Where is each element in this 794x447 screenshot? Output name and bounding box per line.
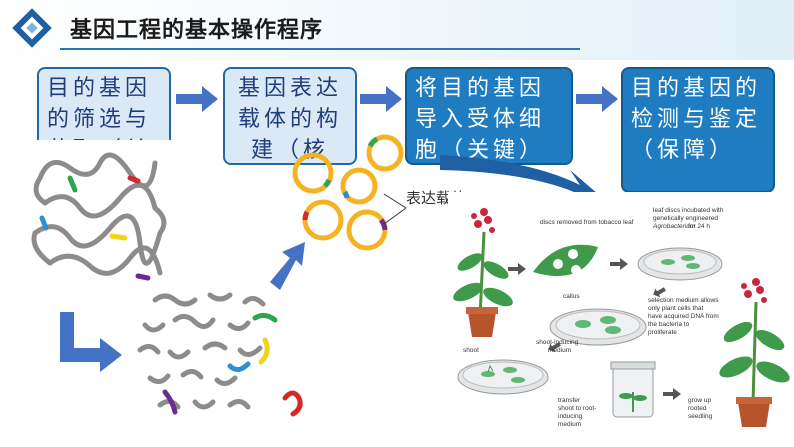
discs-removed-text: discs removed from tobacco leaf <box>540 219 634 226</box>
step-2-label: 基因表达载体的构建（核心） <box>237 76 342 163</box>
petri-dish-1 <box>637 247 723 281</box>
header-background <box>0 0 794 60</box>
grow-up-text: grow up rooted seedling <box>688 397 713 420</box>
title-underline <box>60 48 580 50</box>
tobacco-transformation-figure: discs removed from tobacco leaf leaf dis… <box>448 192 793 437</box>
arrow-up-right-icon <box>270 242 305 290</box>
shoot-inducing-text: shoot-inducing medium <box>536 339 580 354</box>
petri-dish-2 <box>549 308 647 346</box>
arrow-right-icon <box>576 86 618 112</box>
leaf-with-discs <box>533 244 598 277</box>
page-title: 基因工程的基本操作程序 <box>70 18 324 43</box>
figure-drawing: discs removed from tobacco leaf leaf dis… <box>453 207 790 428</box>
dna-fragments-illustration <box>137 292 303 417</box>
step-box-4: 目的基因的检测与鉴定（保障） <box>621 67 775 193</box>
arrow-right-icon <box>176 86 218 112</box>
arrow-right-icon <box>360 86 402 112</box>
vector-pointer-lines <box>383 193 407 225</box>
step-1-label: 目的基因的筛选与获取（关 <box>47 76 152 145</box>
diamond-logo-icon <box>12 8 52 48</box>
transfer-text: transfer shoot to root- inducing medium <box>558 397 598 428</box>
overlay-mask <box>0 140 220 152</box>
callus-text: callus <box>563 293 580 300</box>
leaf-discs-text: leaf discs incubated with genetically en… <box>652 207 725 230</box>
step-box-1: 目的基因的筛选与获取（关 <box>37 67 171 147</box>
petri-dish-3 <box>457 359 549 395</box>
step-box-2: 基因表达载体的构建（核心） <box>223 67 357 165</box>
shoot-text: shoot <box>463 347 479 354</box>
step-box-3: 将目的基因导入受体细胞（关键） <box>405 67 573 165</box>
genomic-dna-illustration <box>31 152 167 281</box>
plant-right <box>719 278 790 427</box>
l-arrow-icon <box>60 312 122 372</box>
selection-medium-text: selection medium allows only plant cells… <box>648 297 721 336</box>
plant-left <box>453 208 513 337</box>
curved-arrow-icon <box>440 155 605 202</box>
step-4-label: 目的基因的检测与鉴定（保障） <box>631 76 762 163</box>
culture-jar <box>610 361 656 418</box>
plasmids-illustration <box>292 134 404 251</box>
